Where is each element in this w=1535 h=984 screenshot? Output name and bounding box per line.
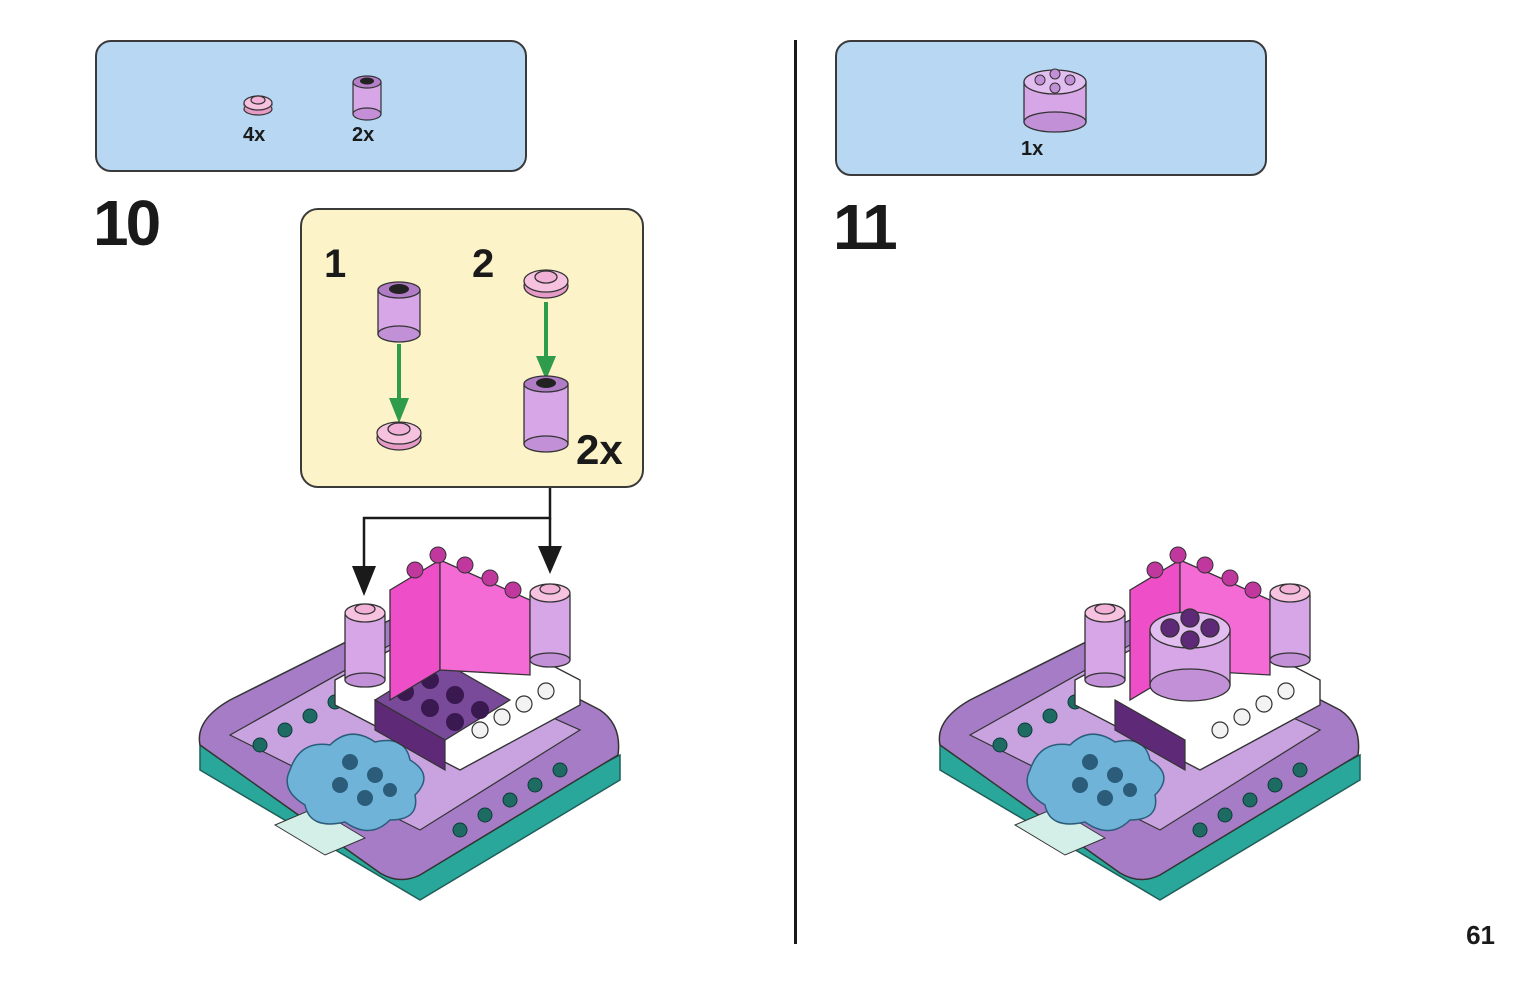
subassembly-callout: 1 2 2x [300, 208, 644, 488]
step-number: 11 [833, 191, 898, 263]
model-illustration-step-11 [938, 546, 1361, 901]
step-number: 10 [93, 187, 161, 259]
substep-number: 1 [324, 242, 347, 286]
page-number: 61 [1466, 920, 1495, 950]
round-plate-1x1-pink-icon [243, 95, 273, 116]
page-divider [794, 40, 797, 944]
substep-1-illustration [376, 281, 422, 451]
part-qty-label: 4x [243, 124, 266, 146]
substep-number: 2 [472, 242, 495, 286]
round-brick-2x2-lilac-icon [1023, 68, 1087, 133]
parts-callout-step-11: 1x [835, 40, 1267, 176]
substep-2-illustration [523, 269, 569, 453]
part-qty-label: 1x [1021, 138, 1044, 160]
subassembly-multiplier: 2x [576, 426, 623, 473]
part-qty-label: 2x [352, 124, 375, 146]
model-illustration-step-10 [198, 546, 621, 901]
parts-callout-step-10: 4x 2x [95, 40, 527, 172]
round-brick-1x1-lilac-icon [352, 75, 382, 121]
